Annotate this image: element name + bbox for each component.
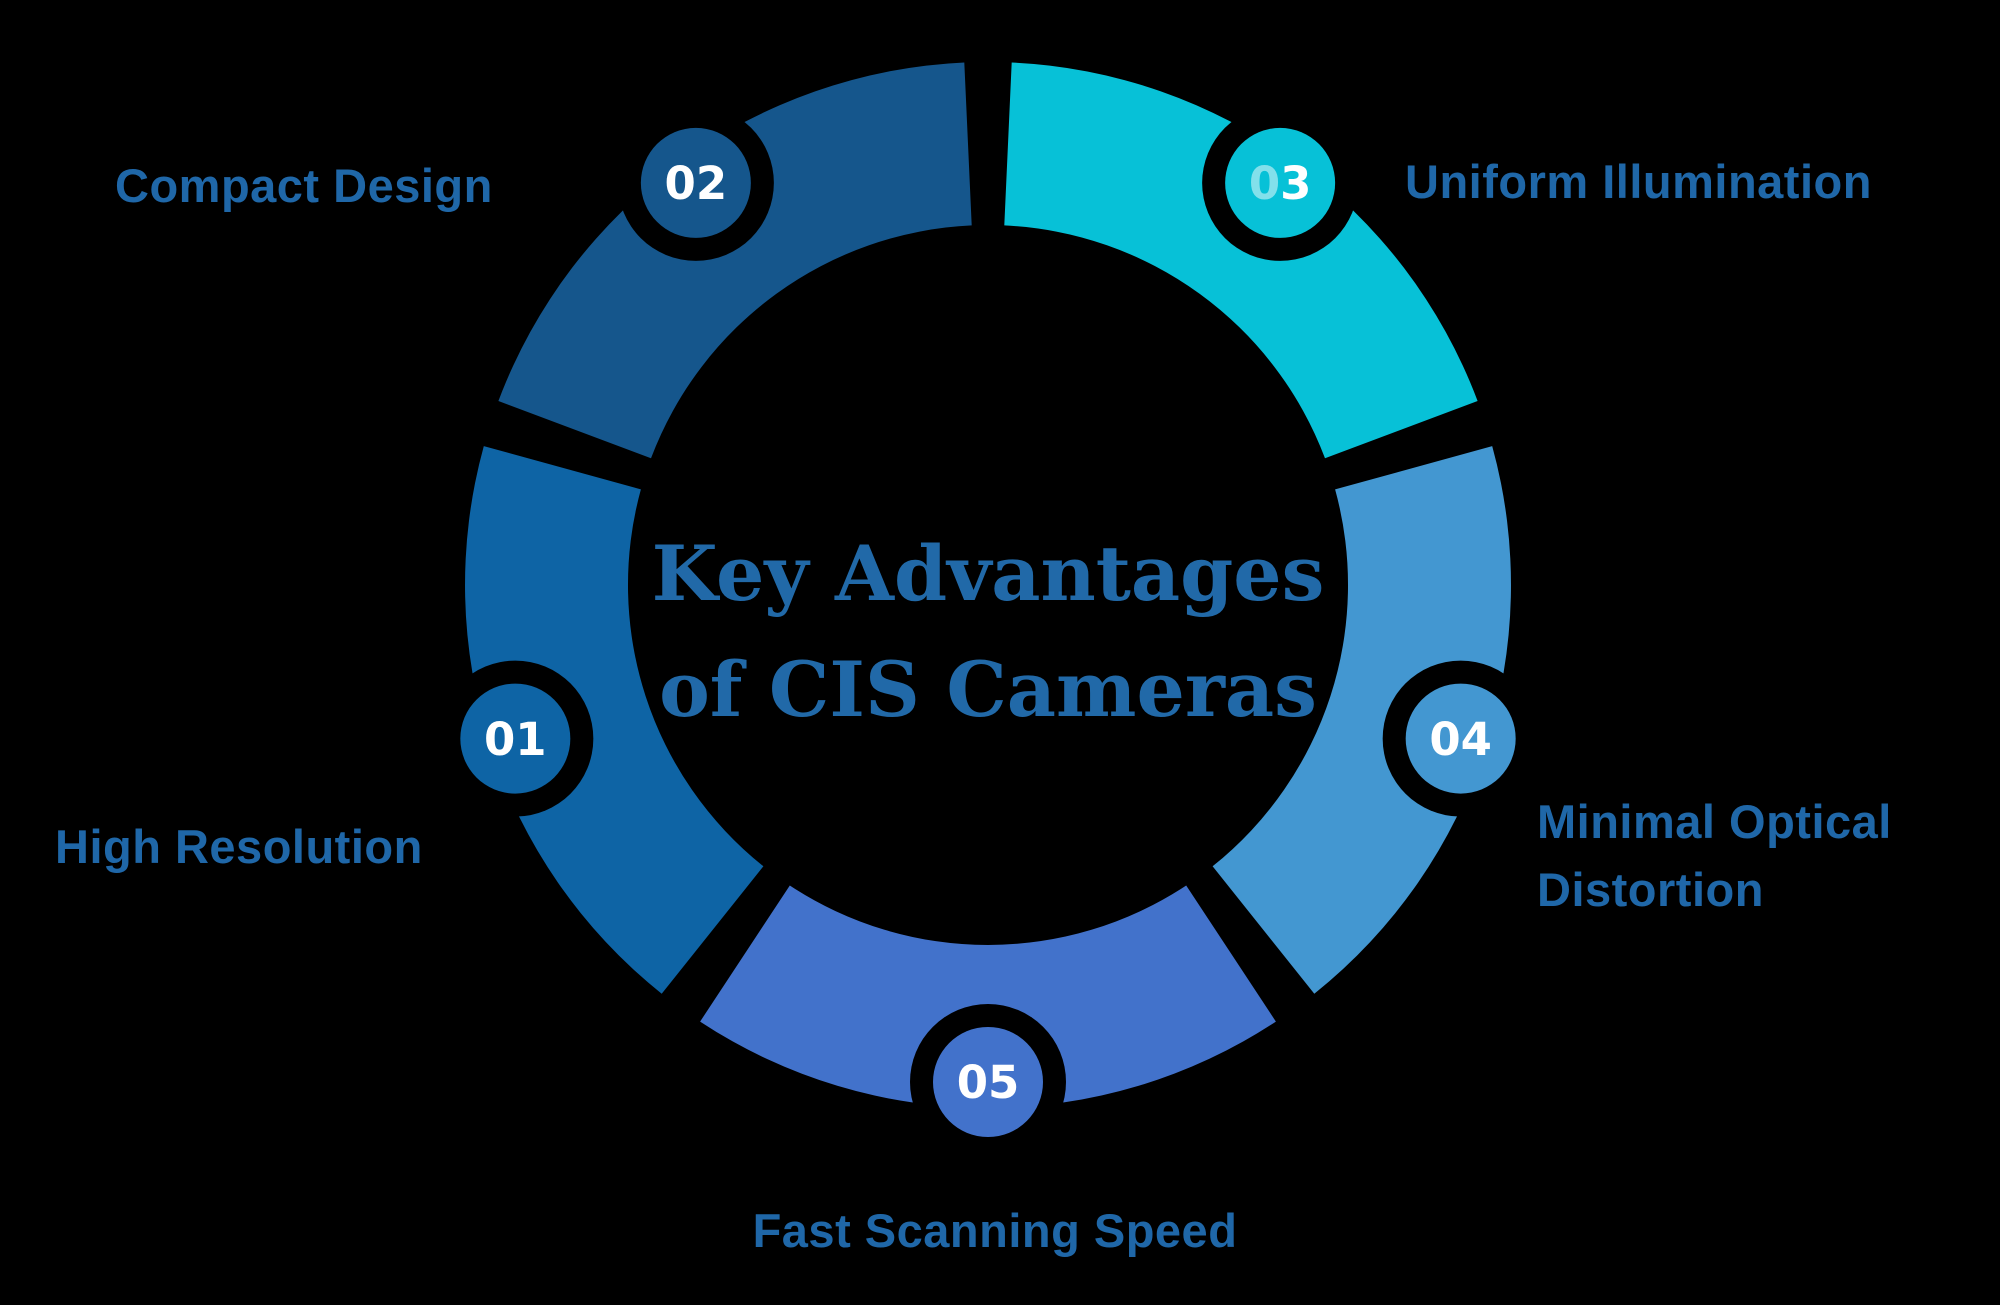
badge-05-circle xyxy=(933,1027,1043,1137)
badge-02-number: 02 xyxy=(665,157,728,210)
segment-label-uniform-illumination: Uniform Illumination xyxy=(1405,155,1872,208)
segment-05-arc xyxy=(700,885,1276,1108)
badge-03-number: 03 xyxy=(1249,157,1312,210)
segment-label-compact-design: Compact Design xyxy=(115,159,493,212)
badge-05-number: 05 xyxy=(957,1056,1020,1109)
badge-03-circle xyxy=(1225,127,1336,238)
segment-04-arc xyxy=(1212,446,1511,994)
badge-02-circle xyxy=(640,127,751,238)
center-title-line1: Key Advantages xyxy=(651,529,1325,618)
center-title-line2: of CIS Cameras xyxy=(659,645,1317,734)
segment-label-minimal-optical-distortion: Minimal Optical Distortion xyxy=(1537,795,1892,916)
segment-label-high-resolution: High Resolution xyxy=(55,820,423,873)
badge-04-circle xyxy=(1405,683,1516,794)
center-title: Key Advantages of CIS Cameras xyxy=(652,516,1325,748)
badge-04-number: 04 xyxy=(1429,713,1492,766)
badge-01-number: 01 xyxy=(484,713,547,766)
segment-label-fast-scanning-speed: Fast Scanning Speed xyxy=(752,1204,1238,1257)
segment-03-arc xyxy=(1004,62,1478,459)
segment-01-arc xyxy=(465,446,764,994)
badge-01-circle xyxy=(460,683,571,794)
segment-02-arc xyxy=(498,62,972,459)
